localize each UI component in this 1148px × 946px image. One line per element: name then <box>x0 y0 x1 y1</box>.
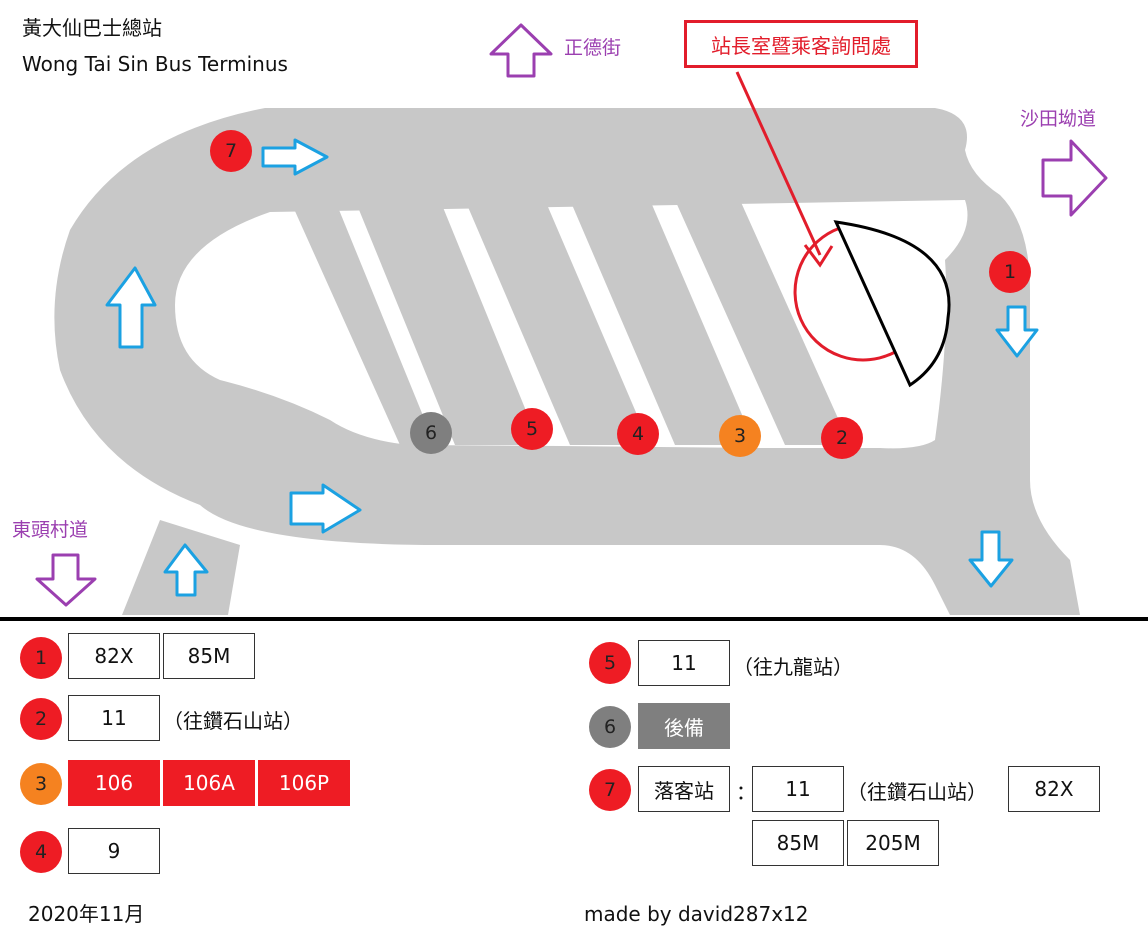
title-chinese: 黃大仙巴士總站 <box>22 16 162 40</box>
route-box: 9 <box>68 828 160 874</box>
route-note: （往鑽石山站） <box>163 709 303 733</box>
map-stop-7: 7 <box>210 130 252 172</box>
traffic-arrows <box>105 138 1039 597</box>
office-pointer-head <box>803 244 834 268</box>
route-box: 106A <box>163 760 255 806</box>
arrow-up-icon <box>489 23 553 78</box>
street-label-tung-tau-tsuen: 東頭村道 <box>12 519 89 541</box>
legend-stop-7: 7 <box>589 769 631 811</box>
route-box: 82X <box>68 633 160 679</box>
route-box: 85M <box>163 633 255 679</box>
arrow-right-icon <box>1041 139 1108 217</box>
office-red-circle <box>793 226 896 362</box>
arrow-up-icon <box>105 266 157 349</box>
route-box: 82X <box>1008 766 1100 812</box>
legend-stop-1: 1 <box>20 637 62 679</box>
legend-stop-4: 4 <box>20 831 62 873</box>
map-stop-6: 6 <box>410 412 452 454</box>
map-stop-3: 3 <box>719 415 761 457</box>
route-box: 85M <box>752 820 844 866</box>
route-note: （往九龍站） <box>733 655 853 679</box>
legend-stop-5: 5 <box>589 642 631 684</box>
arrow-down-icon <box>995 305 1039 358</box>
arrow-down-icon <box>35 553 97 607</box>
map-stop-4: 4 <box>617 413 659 455</box>
date-label: 2020年11月 <box>28 902 145 926</box>
map-stop-5: 5 <box>511 408 553 450</box>
route-box: 11 <box>638 640 730 686</box>
street-label-sha-tin-au: 沙田坳道 <box>1020 108 1097 130</box>
reserve-box: 後備 <box>638 703 730 749</box>
credit-label: made by david287x12 <box>584 902 809 926</box>
route-note: （往鑽石山站） <box>847 780 987 804</box>
arrow-up-icon <box>163 543 209 597</box>
street-arrows <box>35 23 1108 607</box>
map-stop-2: 2 <box>821 417 863 459</box>
map-stop-1: 1 <box>989 251 1031 293</box>
office-building <box>833 220 951 388</box>
route-box: 106 <box>68 760 160 806</box>
arrow-right-icon <box>289 483 362 534</box>
office-pointer-line <box>735 71 822 256</box>
route-box: 106P <box>258 760 350 806</box>
bus-bays <box>290 200 850 445</box>
arrow-down-icon <box>968 530 1014 588</box>
legend-stop-3: 3 <box>20 763 62 805</box>
route-box: 11 <box>68 695 160 741</box>
drop-off-box: 落客站 <box>638 766 730 812</box>
route-box: 11 <box>752 766 844 812</box>
legend-stop-2: 2 <box>20 698 62 740</box>
route-box: 205M <box>847 820 939 866</box>
office-label: 站長室暨乘客詢問處 <box>684 20 918 68</box>
street-label-ching-tak: 正德街 <box>564 37 622 59</box>
title-english: Wong Tai Sin Bus Terminus <box>22 52 288 76</box>
colon: ： <box>736 780 756 804</box>
legend-stop-6: 6 <box>589 706 631 748</box>
arrow-right-icon <box>261 138 329 176</box>
